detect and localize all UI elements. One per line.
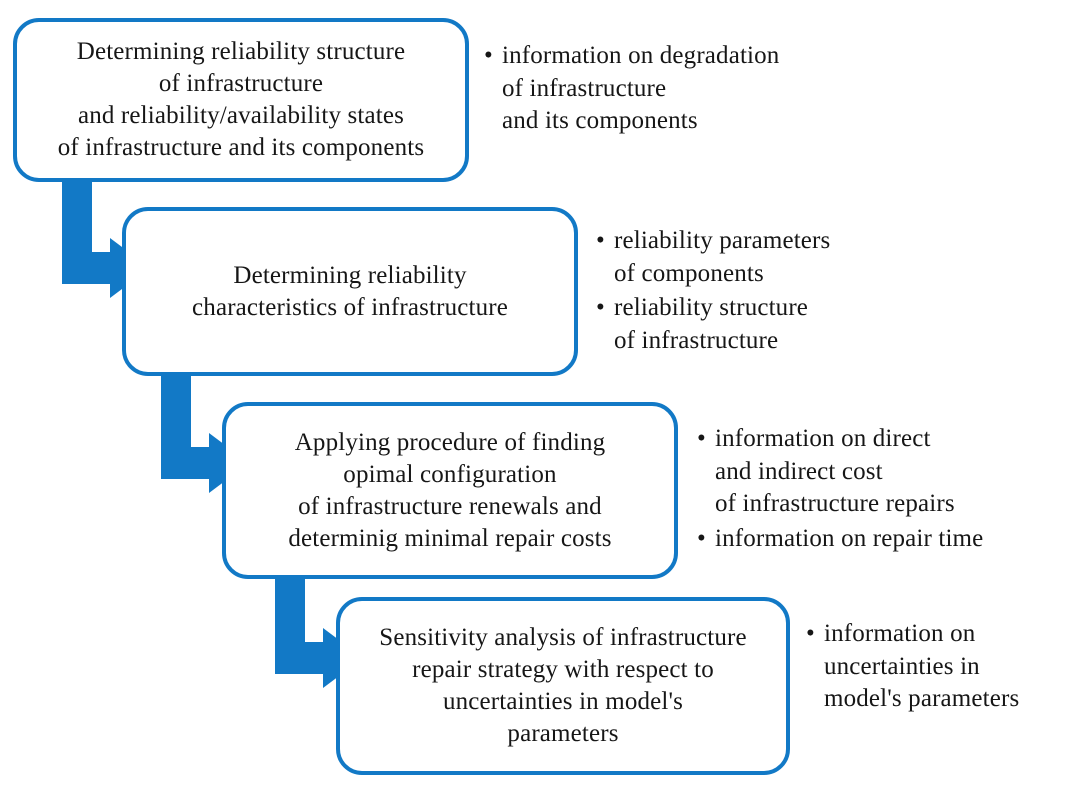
- bullet-icon: •: [697, 425, 706, 452]
- process-box-step-3-label: Applying procedure of finding opimal con…: [288, 428, 612, 552]
- inputs-step-4: • information on uncertainties in model'…: [806, 618, 1070, 718]
- list-item: • information on direct and indirect cos…: [697, 423, 1067, 521]
- process-box-step-4[interactable]: Sensitivity analysis of infrastructure r…: [336, 597, 790, 775]
- list-item: • reliability parameters of components: [596, 225, 996, 290]
- input-text: information on uncertainties in model's …: [824, 620, 1020, 712]
- inputs-step-3: • information on direct and indirect cos…: [697, 423, 1067, 557]
- inputs-step-1: • information on degradation of infrastr…: [484, 40, 884, 140]
- process-box-step-3[interactable]: Applying procedure of finding opimal con…: [222, 402, 678, 579]
- bullet-icon: •: [806, 620, 815, 647]
- list-item: • information on repair time: [697, 523, 1067, 556]
- input-text: reliability structure of infrastructure: [614, 294, 809, 354]
- list-item: • information on uncertainties in model'…: [806, 618, 1070, 716]
- process-box-step-1[interactable]: Determining reliability structure of inf…: [13, 18, 469, 182]
- bullet-icon: •: [484, 42, 493, 69]
- bullet-icon: •: [596, 294, 605, 321]
- input-text: reliability parameters of components: [614, 227, 831, 287]
- input-text: information on repair time: [715, 524, 984, 552]
- process-box-step-1-label: Determining reliability structure of inf…: [57, 38, 425, 161]
- list-item: • reliability structure of infrastructur…: [596, 292, 996, 357]
- bullet-icon: •: [596, 227, 605, 254]
- inputs-step-2: • reliability parameters of components •…: [596, 225, 996, 359]
- input-text: information on direct and indirect cost …: [715, 425, 955, 517]
- process-box-step-4-label: Sensitivity analysis of infrastructure r…: [379, 624, 747, 747]
- list-item: • information on degradation of infrastr…: [484, 40, 884, 138]
- process-box-step-2-label: Determining reliability characteristics …: [192, 261, 508, 321]
- bullet-icon: •: [697, 524, 706, 552]
- input-text: information on degradation of infrastruc…: [502, 42, 780, 134]
- process-box-step-2[interactable]: Determining reliability characteristics …: [122, 207, 578, 376]
